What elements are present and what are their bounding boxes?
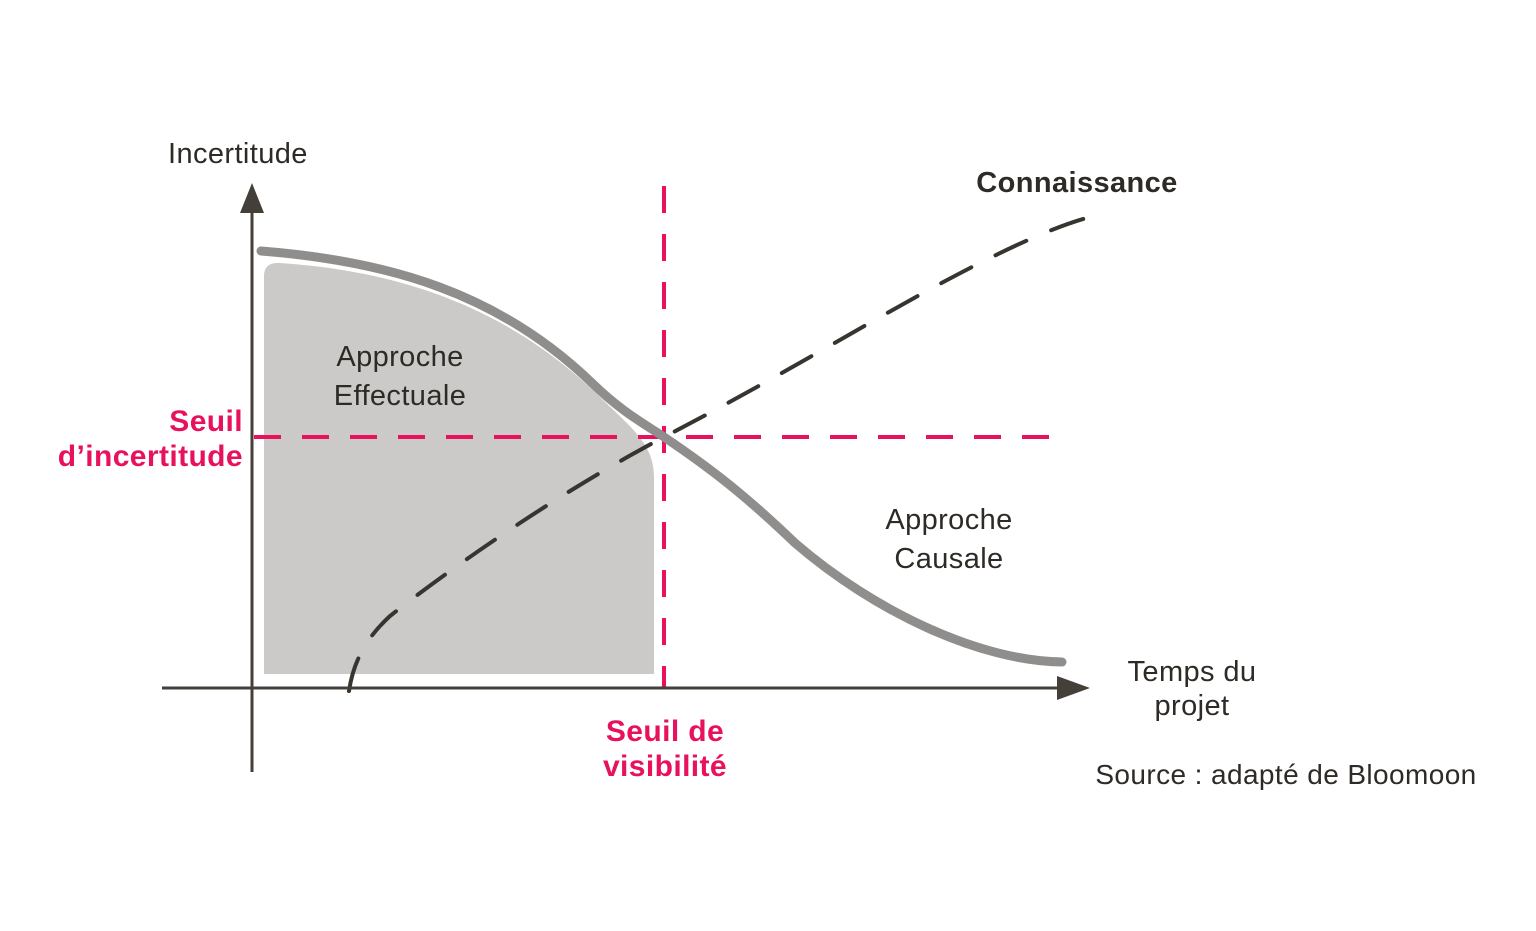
x-axis-label: Temps du projet xyxy=(1128,655,1257,723)
y-axis-label: Incertitude xyxy=(168,138,308,170)
uncertainty-threshold-label: Seuil d’incertitude xyxy=(58,404,243,474)
visibility-threshold-label-line2: visibilité xyxy=(602,750,728,783)
x-axis-arrow-icon xyxy=(1057,676,1090,700)
knowledge-label: Connaissance xyxy=(976,167,1178,199)
causal-approach-label-line2: Causale xyxy=(894,543,1004,575)
knowledge-curve xyxy=(347,213,1100,693)
x-axis-label-line1: Temps du xyxy=(1127,656,1257,688)
causal-approach-label: Approche Causale xyxy=(885,501,1012,579)
x-axis-label-line2: projet xyxy=(1154,690,1230,722)
causal-approach-label-line1: Approche xyxy=(885,504,1013,536)
effectual-approach-label-line1: Approche xyxy=(336,341,464,373)
visibility-threshold-label-line1: Seuil de xyxy=(605,715,725,748)
y-axis-arrow-icon xyxy=(240,183,264,213)
effectual-approach-label-line2: Effectuale xyxy=(333,380,467,412)
effectual-area-shape xyxy=(264,262,654,674)
uncertainty-threshold-label-line2: d’incertitude xyxy=(57,440,243,473)
uncertainty-threshold-label-line1: Seuil xyxy=(169,405,243,438)
source-note: Source : adapté de Bloomoon xyxy=(1095,759,1477,790)
uncertainty-curve xyxy=(256,246,1067,667)
effectual-approach-label: Approche Effectuale xyxy=(334,338,466,416)
visibility-threshold-label: Seuil de visibilité xyxy=(603,714,727,784)
